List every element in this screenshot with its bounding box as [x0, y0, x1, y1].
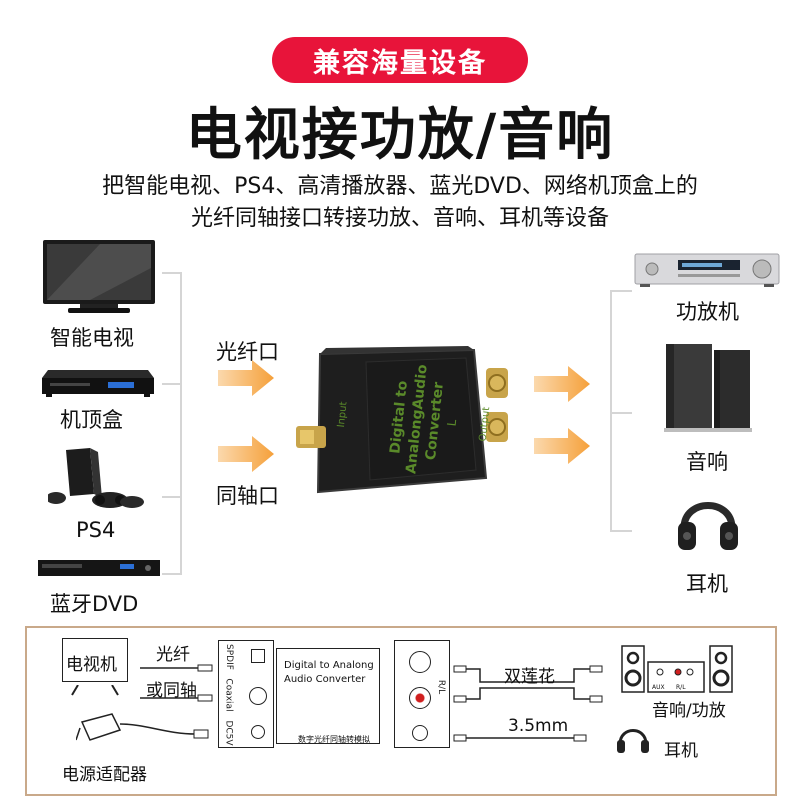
arrow-right-icon [218, 360, 274, 396]
diagram-converter-box [276, 648, 380, 744]
coaxial-input-label: 同轴口 [216, 484, 279, 508]
port-coaxial-label: Coaxial [223, 678, 234, 712]
diagram-power-label: 电源适配器 [62, 765, 147, 785]
page-title: 电视接功放/音响 [185, 103, 615, 168]
speaker-image [664, 342, 752, 434]
source-settop-label: 机顶盒 [60, 408, 123, 432]
settop-box-image [38, 366, 158, 400]
right-bracket-tick [610, 290, 632, 292]
left-bracket-tick [162, 573, 182, 575]
arrow-right-icon [534, 366, 590, 402]
converter-label-text: Digital to AnalongAudio Converter L [370, 360, 480, 480]
diagram-coaxial-label: 或同轴 [146, 681, 197, 701]
diagram-optical-label: 光纤 [156, 645, 190, 665]
converter-text-line: L [444, 418, 460, 427]
output-headphone-label: 耳机 [686, 572, 728, 596]
port-spdif-label: SPDIF [223, 644, 234, 670]
diagram-aux-label: AUX [652, 684, 665, 691]
source-dvd-label: 蓝牙DVD [50, 592, 139, 616]
diagram-output-panel [394, 640, 450, 748]
dvd-player-image [36, 556, 162, 580]
power-adapter-icon [75, 712, 214, 744]
diagram-port-panel [218, 640, 274, 748]
output-speaker-label: 音响 [686, 450, 728, 474]
diagram-output-cables [450, 652, 620, 748]
diagram-converter-title-2: Audio Converter [284, 674, 366, 685]
left-bracket-tick [162, 272, 182, 274]
subtitle-line-2: 光纤同轴接口转接功放、音响、耳机等设备 [190, 206, 609, 231]
tv-stand-icon [70, 682, 120, 696]
jack-port-icon [412, 725, 428, 741]
right-bracket-tick [610, 412, 632, 414]
diagram-jack-label: 3.5mm [508, 716, 569, 736]
diagram-cable-lines [140, 660, 218, 704]
diagram-converter-footer: 数字光纤同轴转模拟 [298, 735, 370, 744]
subtitle-line-1: 把智能电视、PS4、高清播放器、蓝光DVD、网络机顶盒上的 [102, 174, 698, 199]
category-badge: 兼容海量设备 [272, 37, 528, 83]
dc-port-icon [251, 725, 265, 739]
arrow-right-icon [534, 428, 590, 464]
connection-diagram [25, 626, 777, 796]
diagram-tv-box [62, 638, 128, 682]
left-bracket-tick [162, 496, 182, 498]
arrow-right-icon [218, 436, 274, 472]
source-tv-label: 智能电视 [50, 326, 134, 350]
amplifier-image [634, 252, 780, 288]
diagram-rca-label: 双莲花 [504, 667, 555, 687]
right-bracket-line [610, 290, 612, 532]
converter-input-label: Input [335, 401, 350, 429]
output-amp-label: 功放机 [676, 300, 739, 324]
left-bracket-tick [162, 383, 182, 385]
diagram-headphone-icon [616, 724, 650, 754]
source-ps4-label: PS4 [76, 518, 116, 542]
converter-device [290, 346, 512, 496]
port-dc-label: DC5V [223, 720, 234, 746]
headphones-image [676, 488, 740, 552]
diagram-tv-label: 电视机 [66, 655, 117, 675]
ps4-console-image [46, 448, 146, 510]
left-bracket-line [180, 272, 182, 574]
diagram-speaker-amp-icon [620, 644, 750, 694]
diagram-converter-title-1: Digital to Analong [284, 660, 374, 671]
rca-red-port-icon [409, 687, 431, 709]
optical-input-label: 光纤口 [216, 340, 279, 364]
right-bracket-tick [610, 530, 632, 532]
smart-tv-image [40, 238, 158, 318]
diagram-rl-label: R/L [436, 679, 447, 695]
diagram-headphone-label: 耳机 [664, 741, 698, 761]
spdif-port-icon [251, 649, 265, 663]
coaxial-port-icon [249, 687, 267, 705]
rca-white-port-icon [409, 651, 431, 673]
diagram-amp-label: 音响/功放 [652, 701, 726, 721]
diagram-rl-small-label: R/L [676, 684, 686, 691]
